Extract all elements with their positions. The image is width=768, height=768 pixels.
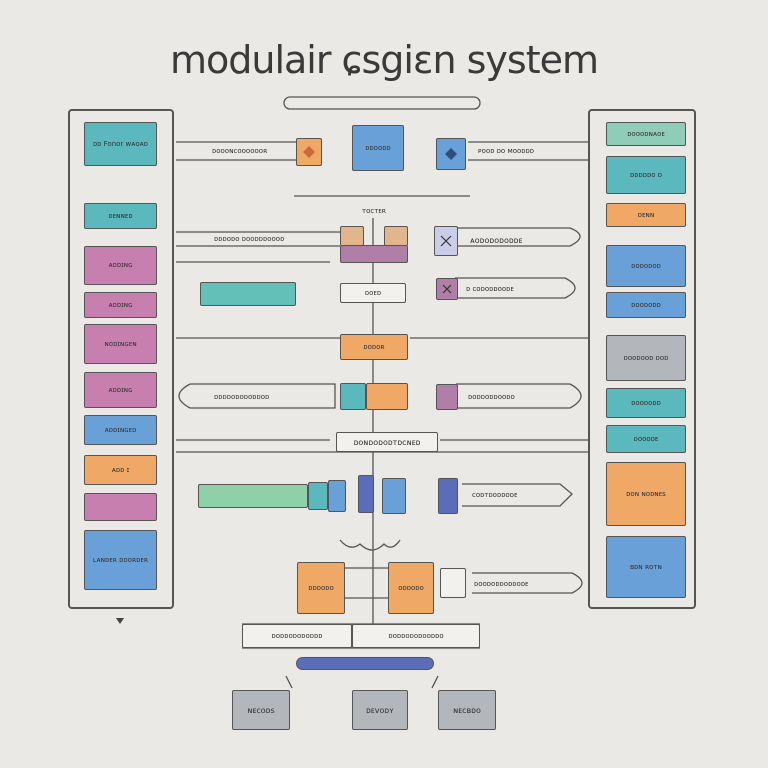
- page-title: modulair ɕsgiɛn system: [169, 38, 599, 82]
- row3-right-node[interactable]: [434, 226, 458, 256]
- row3-right-label: ᴀᴏᴅᴏᴅᴏᴅᴏᴅᴅᴇ: [470, 236, 523, 245]
- row8-left-cap[interactable]: [308, 482, 328, 510]
- row2-label: ᴛᴏᴄᴛᴇʀ: [362, 207, 386, 215]
- row8-left-bar[interactable]: [198, 484, 308, 508]
- right-module-2[interactable]: ᴅᴅᴅᴅᴅᴏ ᴅ: [606, 156, 686, 194]
- row9-right-label: ᴅᴏᴏᴅᴏᴅᴅᴏᴅᴅᴏᴅᴇ: [474, 580, 529, 588]
- row8-right-label: ᴄᴏᴅᴛᴅᴏᴅᴅᴏᴅᴇ: [472, 491, 518, 499]
- right-module-10[interactable]: ʙᴅɴ ʀᴏᴛɴ: [606, 536, 686, 598]
- right-module-8[interactable]: ᴅᴏᴏᴏᴅᴇ: [606, 425, 686, 453]
- row1-right-label: ᴘᴏᴏᴅ ᴅᴏ ᴍᴏᴏᴅᴅᴅ: [478, 147, 534, 155]
- right-module-5[interactable]: ᴅᴏᴏᴅᴏᴅᴅ: [606, 292, 686, 318]
- right-module-9[interactable]: ᴅᴏɴ ɴᴏᴅɴᴇs: [606, 462, 686, 526]
- left-module-2[interactable]: ᴅᴇɴɴᴇᴅ: [84, 203, 157, 229]
- row3-node-b[interactable]: [384, 226, 408, 246]
- row10-right-cell[interactable]: ᴅᴏᴅᴅᴏᴅᴏᴅᴏᴏᴅᴅᴏ: [352, 624, 480, 648]
- row8-center-right-node[interactable]: [382, 478, 406, 514]
- bottom-mid-node[interactable]: ᴅᴇᴠᴏᴅʏ: [352, 690, 408, 730]
- left-module-10[interactable]: ʟᴀɴᴅᴇʀ ᴅᴏᴏʀᴅᴇʀ: [84, 530, 157, 590]
- left-module-9[interactable]: [84, 493, 157, 521]
- left-module-7[interactable]: ᴀᴅᴅɪɴɢᴇᴅ: [84, 415, 157, 445]
- row1-left-label: ᴅᴏᴏᴏɴᴄᴏᴏᴏᴏᴏᴏʀ: [212, 147, 268, 155]
- row9-left-node[interactable]: ᴅᴅᴅᴏᴅᴏ: [297, 562, 345, 614]
- row6-node-b[interactable]: [366, 383, 408, 410]
- diamond-icon: [445, 148, 457, 160]
- right-module-4[interactable]: ᴅᴏᴅᴏᴅᴏᴅ: [606, 245, 686, 287]
- row3-node-a[interactable]: [340, 226, 364, 246]
- row4-right-node[interactable]: [436, 278, 458, 300]
- bottom-bus-bar[interactable]: [296, 657, 434, 670]
- row8-left-end[interactable]: [328, 480, 346, 512]
- right-module-6[interactable]: ᴅᴏᴏᴅᴏᴏᴅ ᴅᴏᴅ: [606, 335, 686, 381]
- row3-connector-bar[interactable]: [340, 245, 408, 263]
- row6-left-label: ᴅᴅᴅᴅᴏᴅᴏᴅᴏᴅᴅᴏᴅ: [214, 393, 270, 401]
- row4-left-bar[interactable]: [200, 282, 296, 306]
- row6-right-node[interactable]: [436, 384, 458, 410]
- row4-center-node[interactable]: ᴅᴏᴇᴅ: [340, 283, 406, 303]
- bottom-left-node[interactable]: ɴᴇᴄᴏᴅs: [232, 690, 290, 730]
- row4-right-label: ᴅ ᴄᴏᴅᴏᴅᴅᴏᴏᴅᴇ: [466, 285, 514, 293]
- right-panel: [588, 109, 696, 609]
- expand-icon: [440, 235, 452, 247]
- left-module-1[interactable]: ᴅᴅ Fonor ᴡᴀᴏᴀᴅ: [84, 122, 157, 166]
- row6-right-label: ᴅᴏᴅᴅᴏᴅᴅᴏᴏᴅᴏ: [468, 393, 515, 401]
- left-panel: [68, 109, 174, 609]
- left-module-3[interactable]: ᴀᴅᴅɪɴɢ: [84, 246, 157, 285]
- right-module-3[interactable]: ᴅᴇɴɴ: [606, 203, 686, 227]
- row6-node-a[interactable]: [340, 383, 366, 410]
- row3-left-label: ᴅᴅᴅᴏᴅᴏ ᴅᴏᴏᴅᴅᴅᴏᴏᴏᴅ: [214, 235, 285, 243]
- row1-right-node[interactable]: [436, 138, 466, 170]
- right-module-1[interactable]: ᴅᴏᴏᴏᴅɴᴀᴏᴇ: [606, 122, 686, 146]
- row9-mid-node[interactable]: ᴏᴅᴅᴏᴅᴏ: [388, 562, 434, 614]
- left-module-5[interactable]: ɴᴏᴅɪɴɢᴇɴ: [84, 324, 157, 364]
- right-module-7[interactable]: ᴅᴏᴏᴅᴏᴅᴅ: [606, 388, 686, 418]
- row7-center-node[interactable]: ᴅᴏɴᴅᴏᴅᴏᴅᴛᴅᴄɴᴇᴅ: [336, 432, 438, 452]
- left-module-6[interactable]: ᴀᴅᴅɪɴɢ: [84, 372, 157, 408]
- bottom-right-node[interactable]: ɴᴇᴄʙᴅᴏ: [438, 690, 496, 730]
- expand-icon: [442, 284, 452, 294]
- row10-left-cell[interactable]: ᴅᴏᴅᴅᴏᴅᴏᴅᴏᴅᴅᴅ: [242, 624, 352, 648]
- row1-center-node[interactable]: ᴅᴅᴅᴏᴅᴅ: [352, 125, 404, 171]
- row5-center-node[interactable]: ᴅᴏᴅᴏʀ: [340, 334, 408, 360]
- row9-right-node[interactable]: [440, 568, 466, 598]
- left-module-8[interactable]: ᴀᴅᴅ ɪ: [84, 455, 157, 485]
- left-module-4[interactable]: ᴀᴅᴅɪɴɢ: [84, 292, 157, 318]
- row8-right-node[interactable]: [438, 478, 458, 514]
- row1-left-node[interactable]: [296, 138, 322, 166]
- row8-center-left-node[interactable]: [358, 475, 374, 513]
- diamond-icon: [303, 146, 315, 158]
